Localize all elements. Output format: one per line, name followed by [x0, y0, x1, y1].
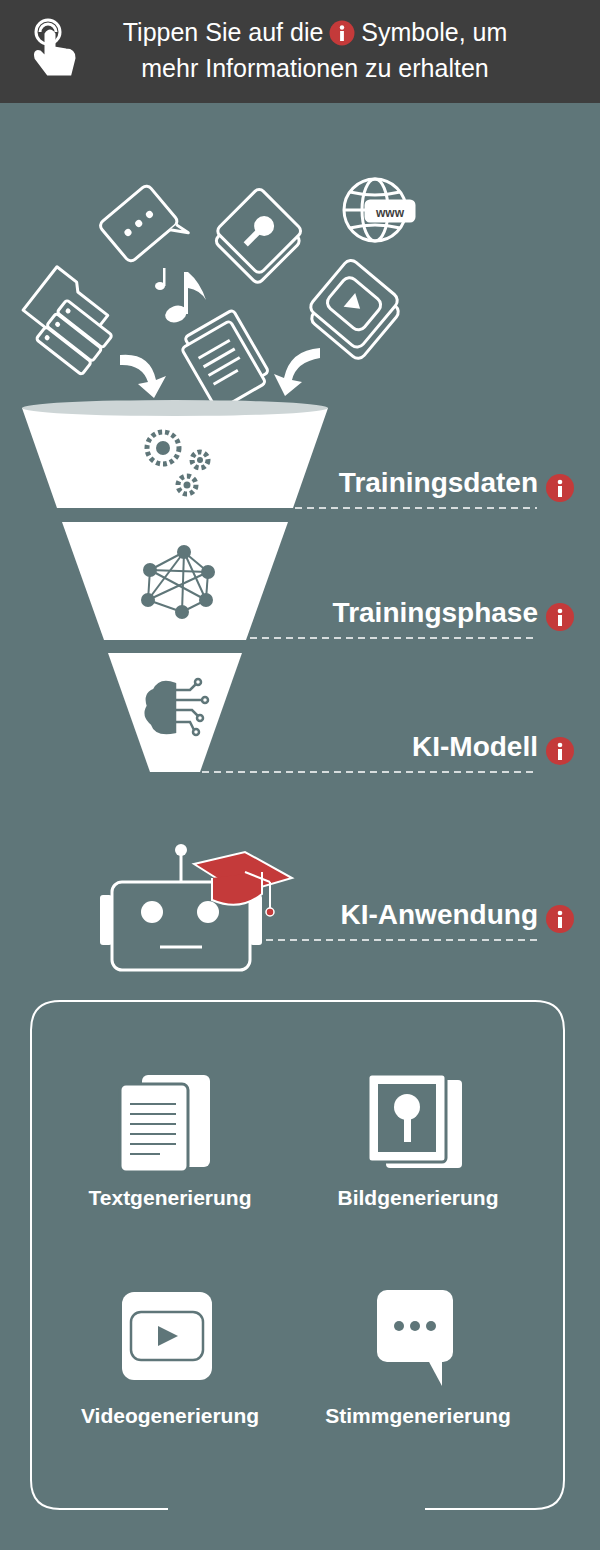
chat-dot	[410, 1321, 420, 1331]
doc-icon	[120, 1084, 188, 1172]
network-icon	[142, 546, 214, 618]
gear-icon	[147, 432, 208, 494]
video-icon	[122, 1292, 212, 1380]
globe-text: www	[366, 203, 414, 223]
chat-tail	[428, 1360, 442, 1386]
funnel	[22, 400, 328, 772]
panel-border	[31, 1001, 564, 1509]
image-icon	[368, 1074, 446, 1162]
header-bar	[0, 0, 600, 103]
doc-line	[130, 1133, 176, 1135]
output-label: Videogenerierung	[81, 1404, 259, 1428]
output-label: Textgenerierung	[89, 1186, 252, 1210]
tap-icon	[36, 20, 75, 74]
play-symbol	[158, 1326, 178, 1346]
brain-icon	[146, 679, 208, 735]
curved-arrows	[120, 348, 320, 398]
robot-icon	[100, 844, 292, 970]
doc-line	[130, 1113, 176, 1115]
chat-dot	[426, 1321, 436, 1331]
stage-label: KI-Anwendung	[340, 898, 538, 932]
stage-label: KI-Modell	[412, 730, 538, 764]
doc-line	[130, 1143, 176, 1145]
header-part: Tippen Sie auf die	[123, 18, 324, 46]
video-screen	[131, 1312, 203, 1360]
stage-label: Trainingsdaten	[339, 466, 538, 500]
doc-line	[130, 1153, 160, 1155]
image-frame	[378, 1084, 436, 1152]
info-icon	[329, 20, 355, 46]
tree-trunk	[404, 1112, 411, 1142]
doc-line	[130, 1103, 176, 1105]
stage-label: Trainingsphase	[333, 596, 538, 630]
source-icons	[14, 179, 414, 411]
info-icons	[546, 474, 574, 933]
chat-icon	[377, 1290, 453, 1362]
panel-outline	[30, 1000, 565, 1510]
output-label: Bildgenerierung	[337, 1186, 498, 1210]
chat-dot	[394, 1321, 404, 1331]
output-label: Stimmgenerierung	[325, 1404, 511, 1428]
header-text: Tippen Sie auf dieSymbole, um mehr Infor…	[100, 14, 530, 86]
output-panel: Textgenerierung BildgenerierungVideogener…	[30, 1000, 565, 1510]
leader-lines	[202, 508, 537, 940]
doc-line	[130, 1123, 176, 1125]
gear-hubs	[156, 441, 203, 489]
